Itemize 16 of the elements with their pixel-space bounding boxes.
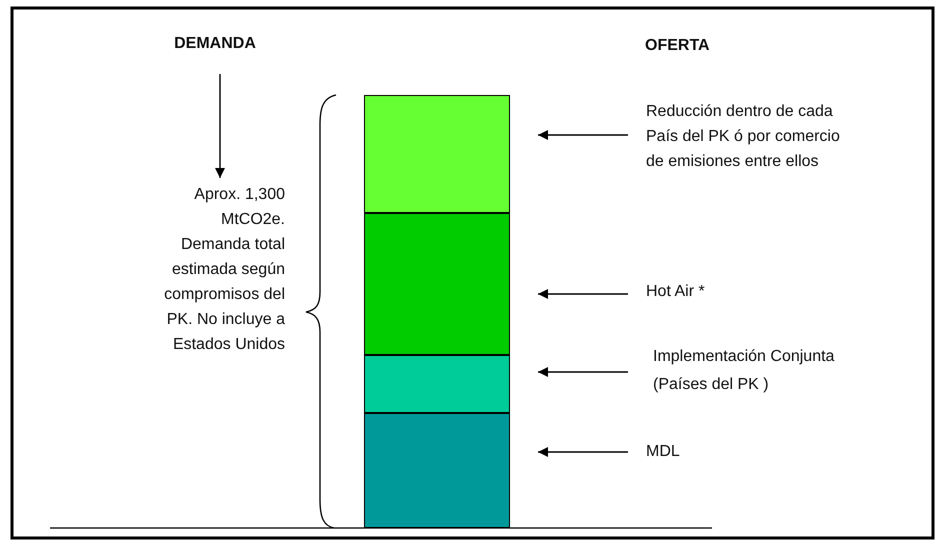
description-text: Aprox. 1,300 MtCO2e. Demanda total estimada según compromisos del PK. No incluye a Estados Unidos <box>163 185 285 355</box>
bar-segment <box>364 413 510 528</box>
bar-segment <box>364 213 510 355</box>
description-text: Reducción dentro de cada País del PK ó por comercio de emisiones entre ellos <box>646 102 841 172</box>
bar-segment <box>364 355 510 413</box>
column-heading: DEMANDA <box>173 34 257 54</box>
column-heading: OFERTA <box>645 36 710 56</box>
arrow <box>538 130 628 140</box>
description-text: Implementación Conjunta (Países del PK ) <box>653 347 836 395</box>
arrow <box>538 289 628 299</box>
description-text: Hot Air * <box>646 282 706 302</box>
arrow <box>538 447 628 457</box>
arrow <box>538 367 628 377</box>
bar-segment <box>364 95 510 213</box>
arrow <box>215 74 225 178</box>
description-text: MDL <box>646 442 681 462</box>
